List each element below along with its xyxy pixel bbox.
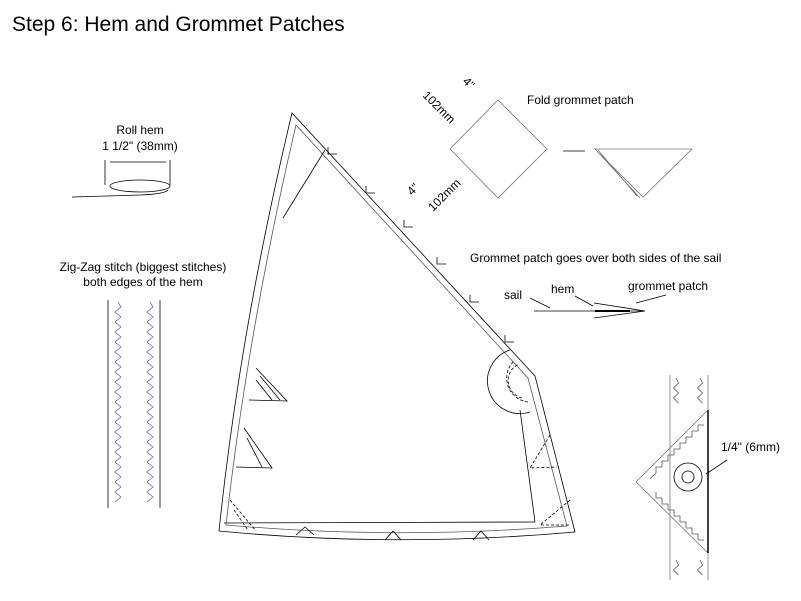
zigzag-stitch-illustration: Zig-Zag stitch (biggest stitches) both e… (60, 260, 227, 508)
hem-label: hem (551, 282, 574, 296)
dim-in-top: 4" (460, 74, 478, 92)
dim-mm-bottom: 102mm (425, 176, 463, 214)
fold-patch-label: Fold grommet patch (527, 93, 634, 107)
page-title: Step 6: Hem and Grommet Patches (12, 13, 345, 36)
over-sides-label: Grommet patch goes over both sides of th… (470, 251, 721, 265)
grommet-size-label: 1/4" (6mm) (721, 440, 780, 454)
dim-mm-top: 102mm (420, 88, 458, 126)
fold-patch-illustration: Fold grommet patch 4" 102mm 4" 102mm (404, 74, 693, 214)
roll-hem-illustration: Roll hem 1 1/2" (38mm) (71, 123, 178, 198)
zigzag-line1: Zig-Zag stitch (biggest stitches) (60, 260, 227, 274)
grommet-detail-illustration: 1/4" (6mm) (635, 375, 780, 580)
roll-hem-size: 1 1/2" (38mm) (102, 139, 178, 153)
dim-in-bottom: 4" (404, 180, 422, 198)
grommet-patch-label: grommet patch (628, 279, 708, 293)
zigzag-line2: both edges of the hem (83, 275, 202, 289)
sail-label: sail (504, 288, 522, 302)
roll-hem-label: Roll hem (116, 123, 163, 137)
sail-outline (218, 112, 576, 541)
over-sides-illustration: Grommet patch goes over both sides of th… (470, 251, 721, 319)
